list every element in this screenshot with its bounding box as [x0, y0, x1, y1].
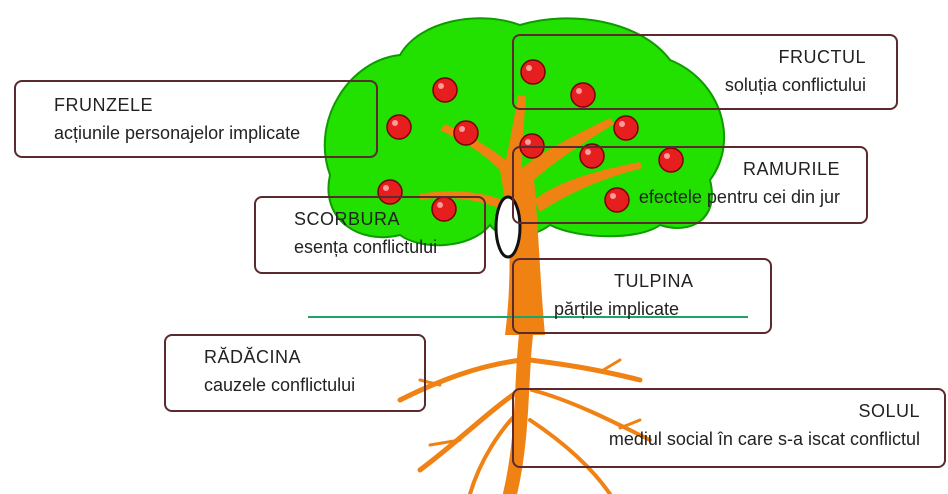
label-description: efectele pentru cei din jur	[514, 184, 840, 212]
apple	[614, 116, 638, 140]
label-description: cauzele conflictului	[204, 372, 424, 400]
label-box-tulpina: TULPINA părțile implicate	[512, 258, 772, 334]
label-title: TULPINA	[554, 268, 770, 296]
label-box-scorbura: SCORBURA esența conflictului	[254, 196, 486, 274]
apple	[433, 78, 457, 102]
label-title: FRUNZELE	[54, 92, 376, 120]
label-title: RAMURILE	[514, 156, 840, 184]
label-box-frunzele: FRUNZELE acțiunile personajelor implicat…	[14, 80, 378, 158]
label-description: esența conflictului	[294, 234, 484, 262]
apple	[454, 121, 478, 145]
label-box-fructul: FRUCTUL soluția conflictului	[512, 34, 898, 110]
label-description: părțile implicate	[554, 296, 770, 324]
apple	[387, 115, 411, 139]
label-description: soluția conflictului	[514, 72, 866, 100]
label-box-radacina: RĂDĂCINA cauzele conflictului	[164, 334, 426, 412]
label-description: acțiunile personajelor implicate	[54, 120, 376, 148]
label-description: mediul social în care s-a iscat conflict…	[514, 426, 920, 454]
label-title: FRUCTUL	[514, 44, 866, 72]
label-box-solul: SOLUL mediul social în care s-a iscat co…	[512, 388, 946, 468]
label-title: SCORBURA	[294, 206, 484, 234]
label-box-ramurile: RAMURILE efectele pentru cei din jur	[512, 146, 868, 224]
label-title: RĂDĂCINA	[204, 344, 424, 372]
label-title: SOLUL	[514, 398, 920, 426]
